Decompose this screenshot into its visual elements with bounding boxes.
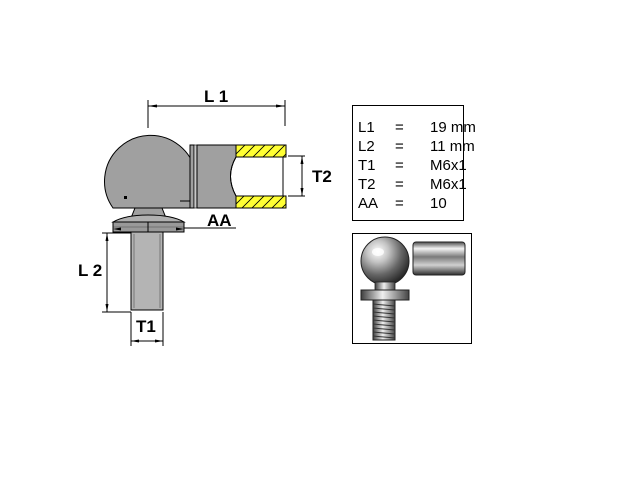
t1-dimension	[130, 312, 164, 346]
spec-equals: =	[395, 195, 404, 212]
spec-equals: =	[395, 119, 404, 136]
flange	[111, 214, 186, 233]
spec-key: T1	[358, 157, 376, 174]
ball-socket	[104, 134, 197, 209]
t1-label: T1	[136, 317, 156, 336]
spec-value: 11 mm	[430, 138, 475, 155]
l2-dimension	[102, 232, 131, 313]
l1-label: L 1	[204, 87, 229, 106]
spec-key: L1	[358, 119, 375, 136]
spec-value: M6x1	[430, 157, 467, 174]
housing	[189, 144, 287, 209]
spec-equals: =	[395, 157, 404, 174]
l1-dimension	[147, 100, 286, 128]
spec-value: 19 mm	[430, 119, 476, 136]
spec-key: AA	[358, 195, 379, 212]
spec-value: 10	[430, 195, 447, 212]
spec-key: T2	[358, 176, 376, 193]
l2-label: L 2	[78, 261, 103, 280]
ball-joint-photo-icon	[360, 236, 466, 341]
spec-key: L2	[358, 138, 375, 155]
spec-equals: =	[395, 138, 404, 155]
aa-label: AA	[207, 211, 232, 230]
spec-value: M6x1	[430, 176, 467, 193]
t2-dimension	[288, 155, 305, 197]
product-photo	[352, 233, 472, 344]
t2-label: T2	[312, 167, 332, 186]
spec-table: L1 = 19 mm L2 = 11 mm T1 = M6x1 T2 = M6x…	[352, 105, 476, 221]
threaded-shank	[130, 231, 164, 311]
spec-equals: =	[395, 176, 404, 193]
